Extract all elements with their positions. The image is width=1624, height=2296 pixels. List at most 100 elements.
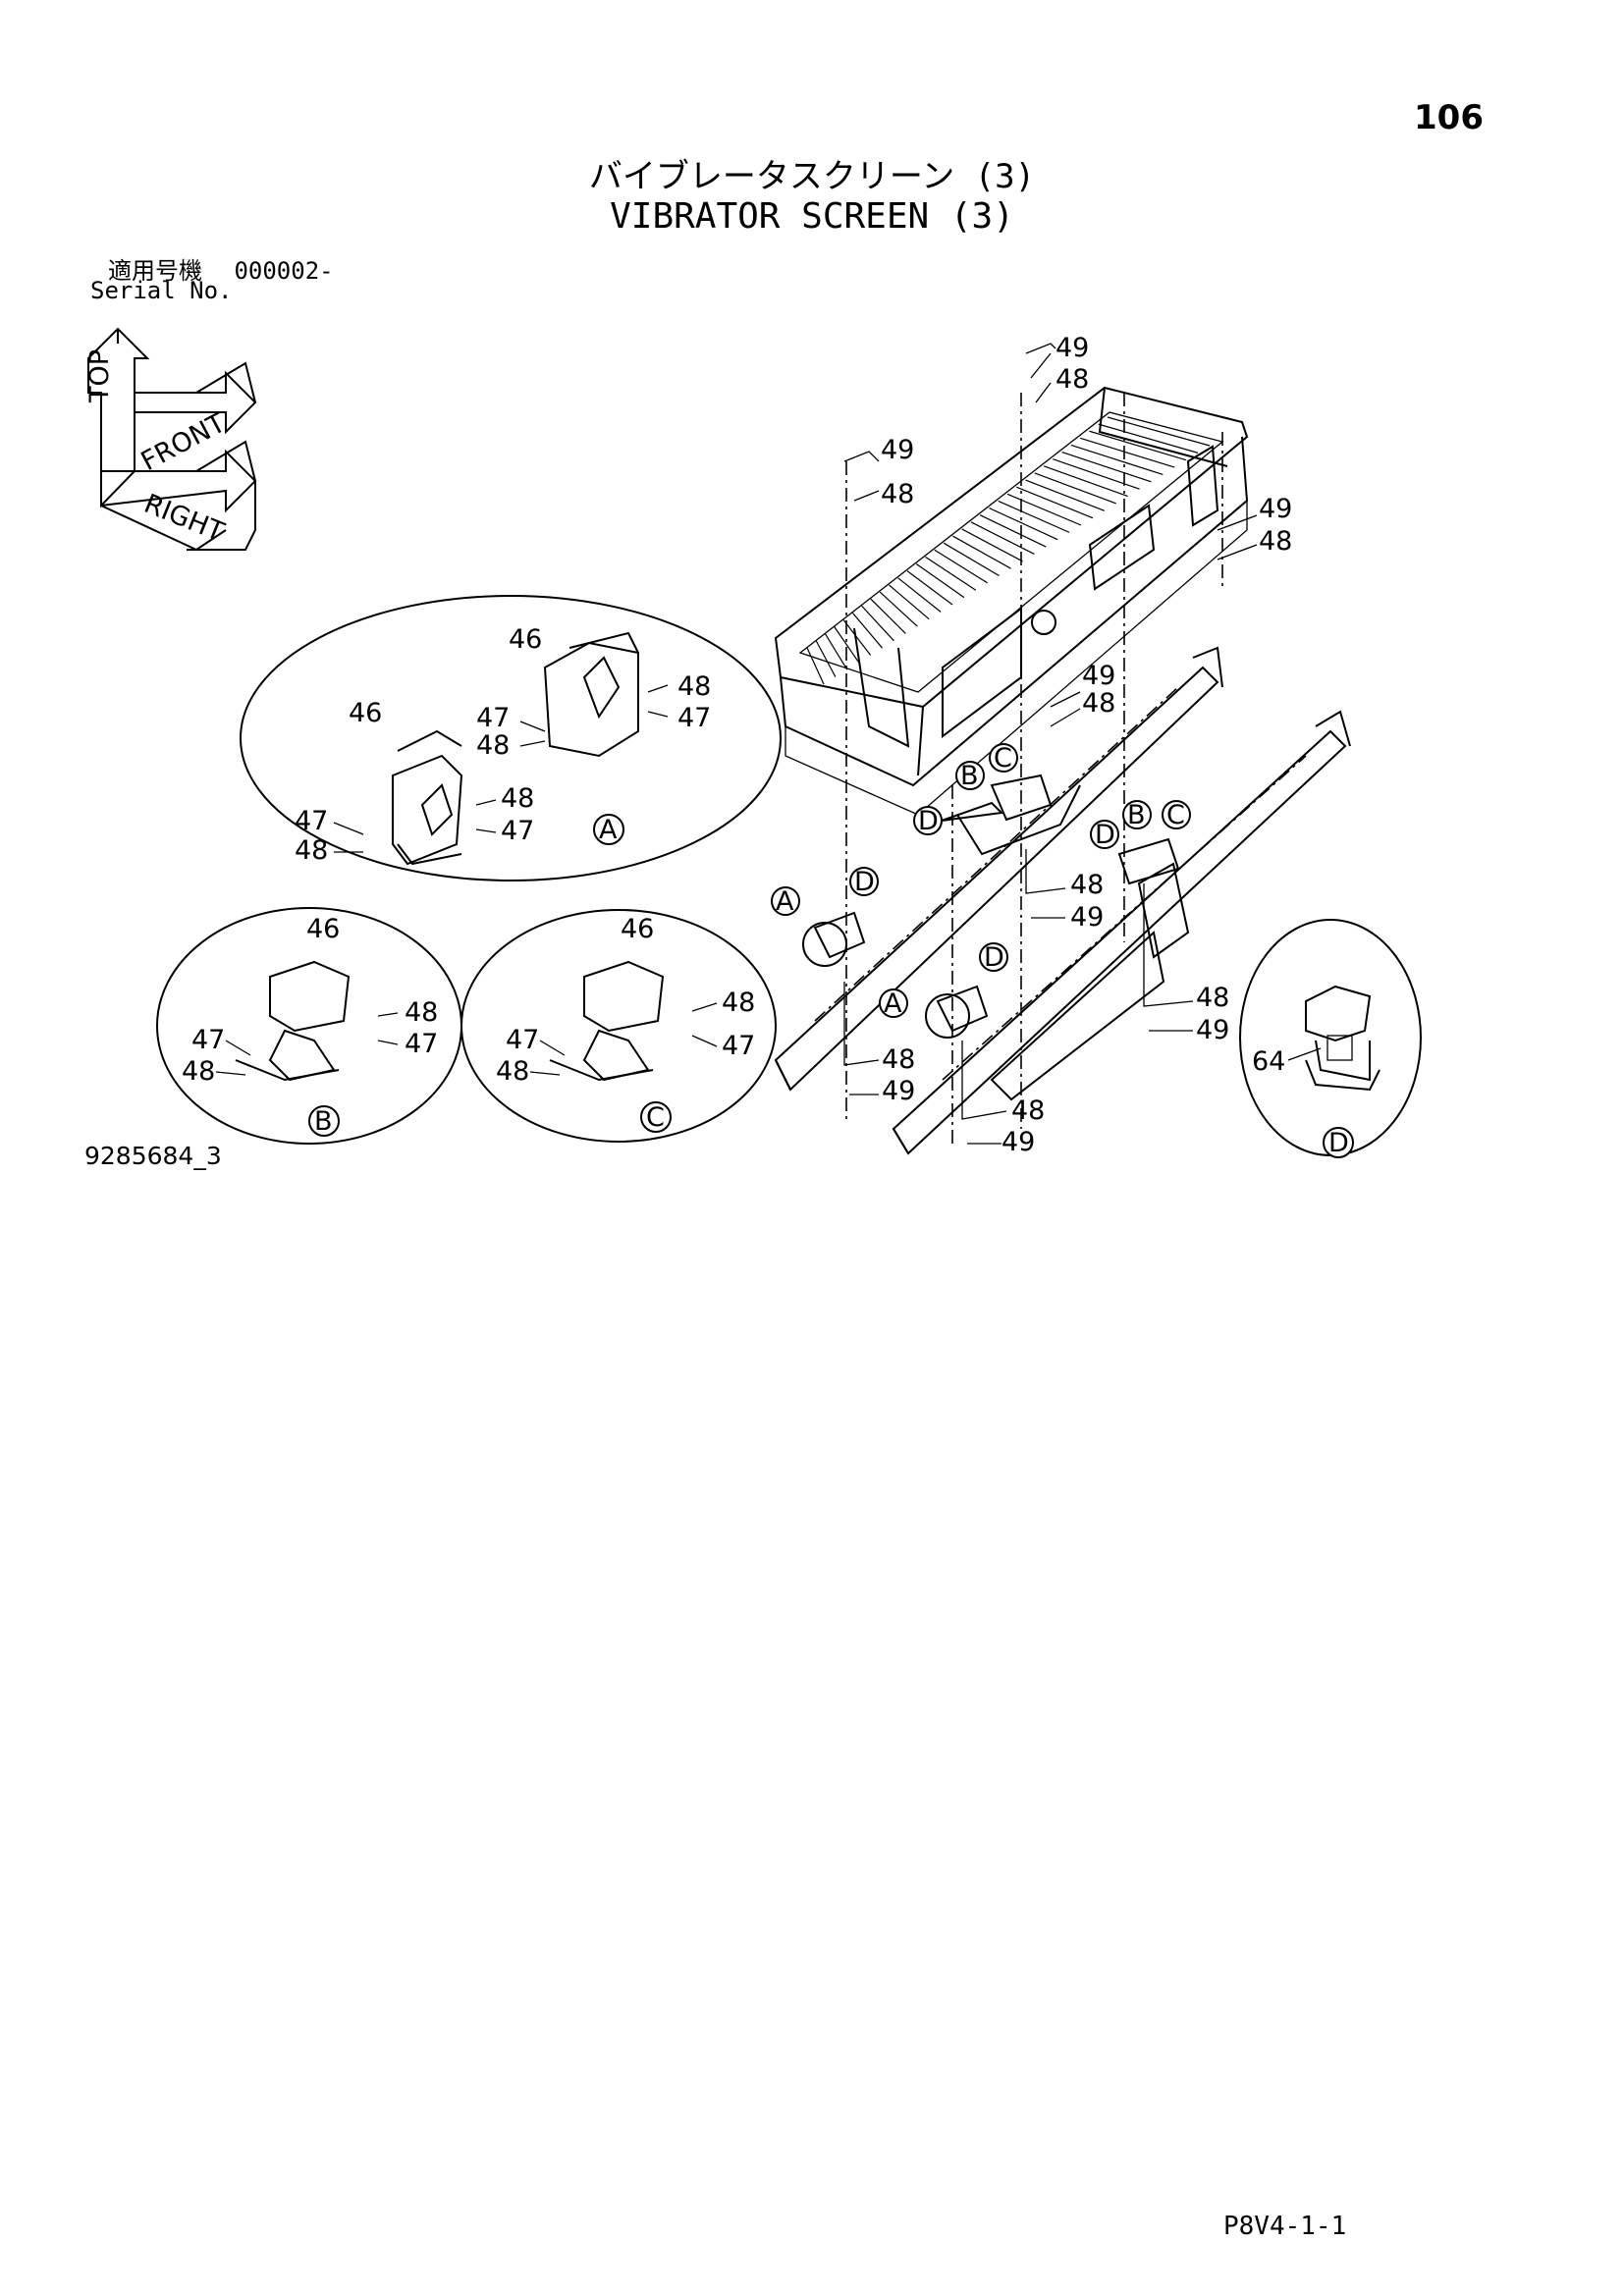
assembly-center-lines <box>845 393 1223 1148</box>
mesh-bar <box>979 514 1047 548</box>
callout-48-b-2: 48 <box>182 1056 215 1087</box>
orientation-front-label: FRONT <box>136 407 231 477</box>
mesh-bar <box>1080 437 1175 468</box>
detail-a-view: 46 46 48 47 47 48 48 47 47 48 A <box>240 595 782 881</box>
mesh-bar <box>1043 465 1128 498</box>
callout-49-mid: 49 <box>1082 661 1115 691</box>
callout-group-top: 49 48 49 48 49 48 49 48 <box>843 333 1292 727</box>
detail-b-view: 46 48 47 47 48 B <box>156 907 462 1145</box>
mesh-bar <box>825 633 848 670</box>
marker-b-upper: B <box>960 761 979 791</box>
mesh-bar <box>815 640 837 677</box>
mesh-bar <box>1016 486 1094 519</box>
base-frame-rear <box>774 646 1223 1092</box>
callout-48-a-3: 48 <box>501 783 534 814</box>
marker-a-lower: A <box>884 988 902 1019</box>
base-callouts: 48 49 48 49 48 49 48 49 <box>843 849 1229 1157</box>
marker-b-right: B <box>1127 800 1146 830</box>
mesh-bar <box>998 500 1070 533</box>
callout-48-c-2: 48 <box>496 1056 529 1087</box>
mesh-bar <box>806 647 825 685</box>
orientation-top-label: TOP <box>84 349 115 403</box>
mesh-bar <box>989 507 1058 541</box>
mesh-bar <box>842 619 872 656</box>
mesh-bar <box>861 605 894 642</box>
mesh-bar <box>943 542 1000 577</box>
mesh-bar <box>1006 493 1082 526</box>
mesh-bar <box>970 521 1035 555</box>
callout-48-c-1: 48 <box>722 988 755 1018</box>
callout-47-b-2: 47 <box>191 1025 225 1055</box>
mesh-bar <box>961 528 1023 562</box>
mesh-bar <box>1098 423 1199 454</box>
callout-48-a-4: 48 <box>295 835 328 866</box>
serial-label-jp-text: 適用号機 <box>108 257 202 285</box>
marker-d-right: D <box>1095 820 1115 850</box>
marker-d-left: D <box>854 867 875 897</box>
callout-48-top: 48 <box>1056 364 1089 395</box>
mesh-bar <box>925 556 977 591</box>
callout-49-right: 49 <box>1259 494 1292 524</box>
callout-48-base-1: 48 <box>1070 870 1104 900</box>
detail-d-view: 64 D <box>1239 919 1422 1158</box>
page-number: 106 <box>1414 98 1484 137</box>
marker-c-upper: C <box>994 743 1012 774</box>
callout-64-d: 64 <box>1252 1046 1285 1077</box>
callout-48-left: 48 <box>881 479 914 509</box>
detail-label-c: C <box>646 1102 665 1133</box>
mesh-bar <box>1070 444 1164 476</box>
callout-48-a-2: 48 <box>476 730 510 761</box>
mesh-bar <box>1089 430 1187 461</box>
callout-48-a-1: 48 <box>677 671 711 702</box>
callout-48-base-2: 48 <box>1196 983 1229 1013</box>
orientation-indicator: TOP FRONT RIGHT <box>84 327 257 552</box>
detail-label-a: A <box>599 815 618 845</box>
marker-d-lower: D <box>984 942 1004 973</box>
mesh-bar <box>879 591 918 627</box>
serial-value: 000002- <box>234 257 334 285</box>
mesh-bar <box>897 577 942 613</box>
marker-d-upper: D <box>918 806 939 836</box>
serial-label-english: Serial No. <box>90 277 233 304</box>
hanging-bracket <box>956 784 1190 959</box>
mesh-bar <box>851 613 884 649</box>
mesh-bar <box>1034 472 1116 505</box>
callout-46-b: 46 <box>306 914 340 944</box>
mesh-bar <box>834 626 860 664</box>
callout-49-base-4: 49 <box>1001 1127 1035 1157</box>
callout-47-c-2: 47 <box>506 1025 539 1055</box>
orientation-right-label: RIGHT <box>139 489 228 549</box>
callout-49-base-2: 49 <box>1196 1015 1229 1045</box>
callout-46-a-upper: 46 <box>509 624 542 655</box>
callout-47-a-2: 47 <box>476 703 510 733</box>
mesh-bar <box>1061 452 1152 483</box>
callout-49-base-3: 49 <box>882 1076 915 1106</box>
callout-48-b-1: 48 <box>405 997 438 1028</box>
mesh-bar <box>952 535 1011 569</box>
vibrator-screen-body <box>774 386 1249 816</box>
serial-label-japanese: 適用号機 000002- <box>108 251 334 286</box>
callout-47-a-1: 47 <box>677 703 711 733</box>
marker-c-right: C <box>1166 800 1185 830</box>
callout-47-c-1: 47 <box>722 1031 755 1061</box>
callout-49-left: 49 <box>881 435 914 465</box>
callout-47-b-1: 47 <box>405 1029 438 1059</box>
title-english: VIBRATOR SCREEN (3) <box>610 196 1014 237</box>
callout-48-right: 48 <box>1259 526 1292 557</box>
mount-detail-markers: B C D B C D A D A D <box>771 743 1191 1039</box>
mesh-bar <box>1053 458 1140 490</box>
drawing-number: 9285684_3 <box>84 1142 222 1170</box>
callout-49-top: 49 <box>1056 333 1089 363</box>
title-japanese: バイブレータスクリーン (3) <box>588 157 1036 196</box>
mesh-bar <box>915 563 965 599</box>
screen-mesh <box>806 416 1211 685</box>
callout-48-base-4: 48 <box>1011 1095 1045 1126</box>
callout-47-a-4: 47 <box>295 806 328 836</box>
page-code: P8V4-1-1 <box>1223 2212 1347 2241</box>
mesh-bar <box>1025 479 1106 511</box>
mesh-bar <box>870 598 906 634</box>
callout-48-base-3: 48 <box>882 1044 915 1075</box>
detail-label-b: B <box>314 1106 333 1137</box>
mesh-bar <box>934 549 989 584</box>
